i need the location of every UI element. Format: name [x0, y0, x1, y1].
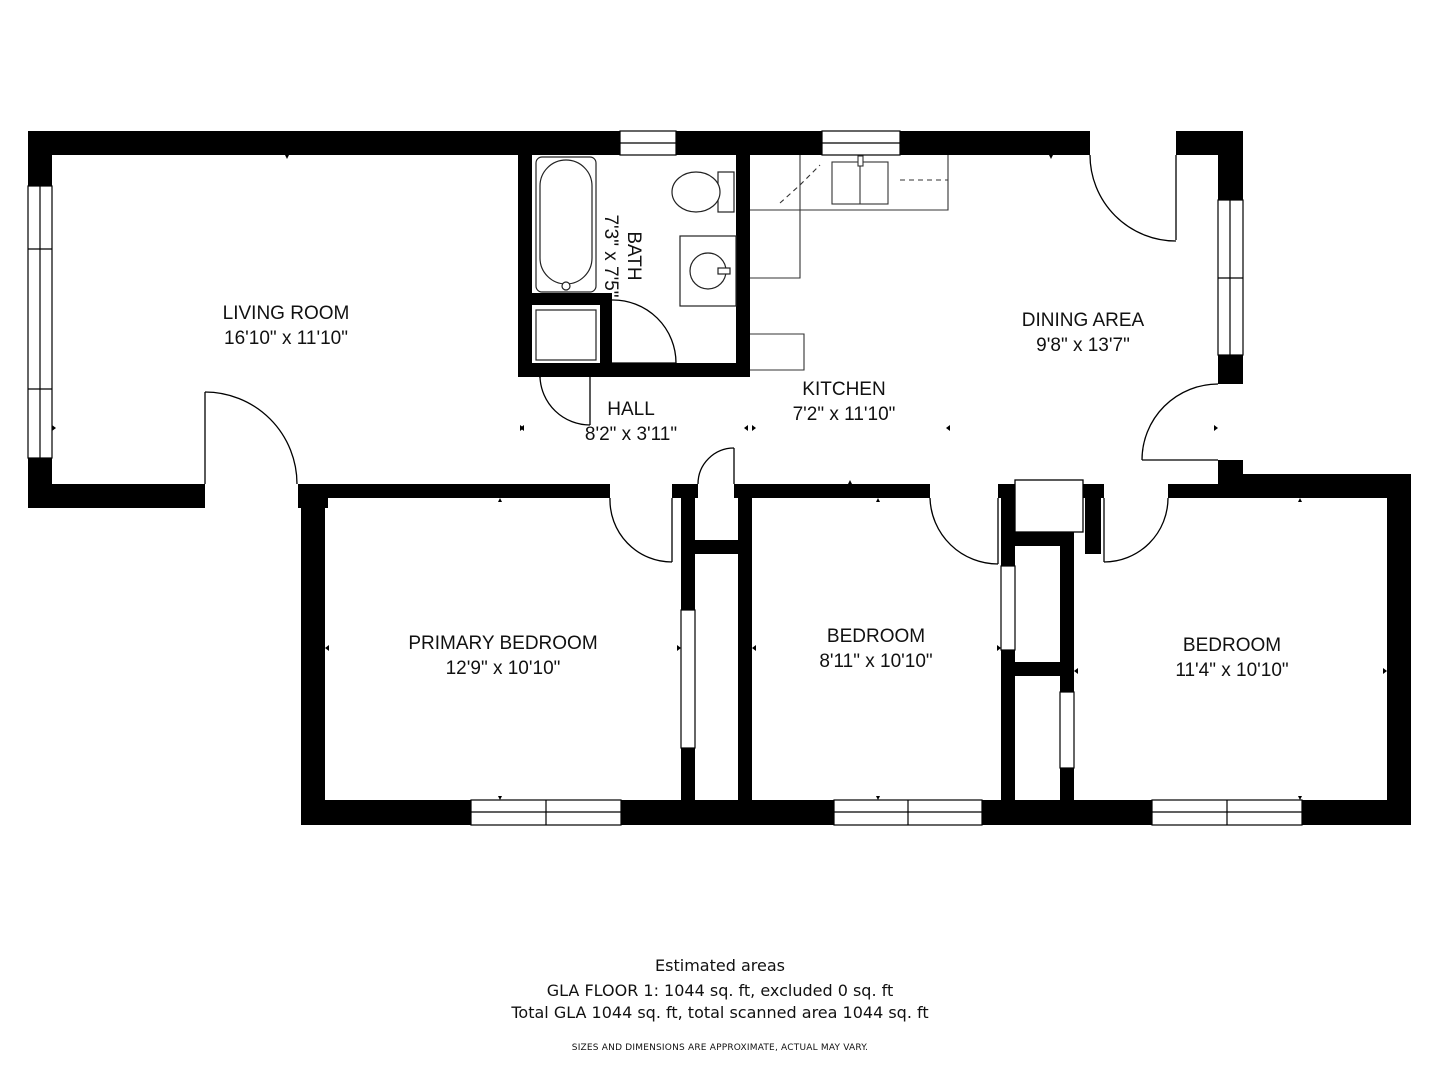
living-room-label: LIVING ROOM 16'10" x 11'10"	[223, 301, 350, 351]
exterior-walls	[28, 131, 1411, 825]
doors	[204, 131, 1243, 565]
room-dimensions: 16'10" x 11'10"	[224, 328, 348, 349]
room-dimensions: 7'3" x 7'5"	[600, 214, 621, 298]
primary-bedroom-label: PRIMARY BEDROOM 12'9" x 10'10"	[408, 631, 597, 681]
room-dimensions: 11'4" x 10'10"	[1175, 660, 1289, 681]
room-dimensions: 9'8" x 13'7"	[1036, 335, 1130, 356]
estimated-areas-footer: Estimated areas GLA FLOOR 1: 1044 sq. ft…	[0, 952, 1440, 1053]
room-name: BEDROOM	[826, 626, 926, 647]
disclaimer: SIZES AND DIMENSIONS ARE APPROXIMATE, AC…	[571, 1043, 869, 1053]
room-dimensions: 8'2" x 3'11"	[584, 424, 678, 445]
kitchen-label: KITCHEN 7'2" x 11'10"	[793, 377, 896, 427]
hall-label: HALL 8'2" x 3'11"	[585, 397, 677, 447]
interior-walls	[301, 131, 1218, 825]
room-name: BATH	[623, 231, 644, 281]
dimension-markers	[52, 155, 1387, 800]
room-name: KITCHEN	[802, 379, 886, 400]
room-dimensions: 12'9" x 10'10"	[445, 658, 561, 679]
room-name: LIVING ROOM	[222, 303, 350, 324]
room-dimensions: 7'2" x 11'10"	[792, 404, 896, 425]
dining-area-label: DINING AREA 9'8" x 13'7"	[1022, 308, 1144, 358]
room-name: BEDROOM	[1182, 635, 1282, 656]
floor-plan	[27, 130, 1411, 826]
estimated-areas-heading: Estimated areas	[655, 956, 785, 975]
room-name: PRIMARY BEDROOM	[408, 633, 598, 654]
bedroom-2-label: BEDROOM 8'11" x 10'10"	[819, 624, 932, 674]
gla-floor-line: GLA FLOOR 1: 1044 sq. ft, excluded 0 sq.…	[546, 981, 894, 1000]
bath-fixtures	[535, 156, 737, 361]
room-dimensions: 8'11" x 10'10"	[819, 651, 933, 672]
room-name: HALL	[607, 399, 655, 420]
total-gla-line: Total GLA 1044 sq. ft, total scanned are…	[511, 1003, 929, 1022]
windows	[27, 130, 1303, 826]
closet-box	[535, 309, 597, 361]
bath-label: BATH 7'3" x 7'5"	[599, 214, 645, 297]
kitchen-fixtures	[750, 155, 949, 371]
room-name: DINING AREA	[1021, 310, 1145, 331]
bedroom-3-label: BEDROOM 11'4" x 10'10"	[1175, 633, 1288, 683]
